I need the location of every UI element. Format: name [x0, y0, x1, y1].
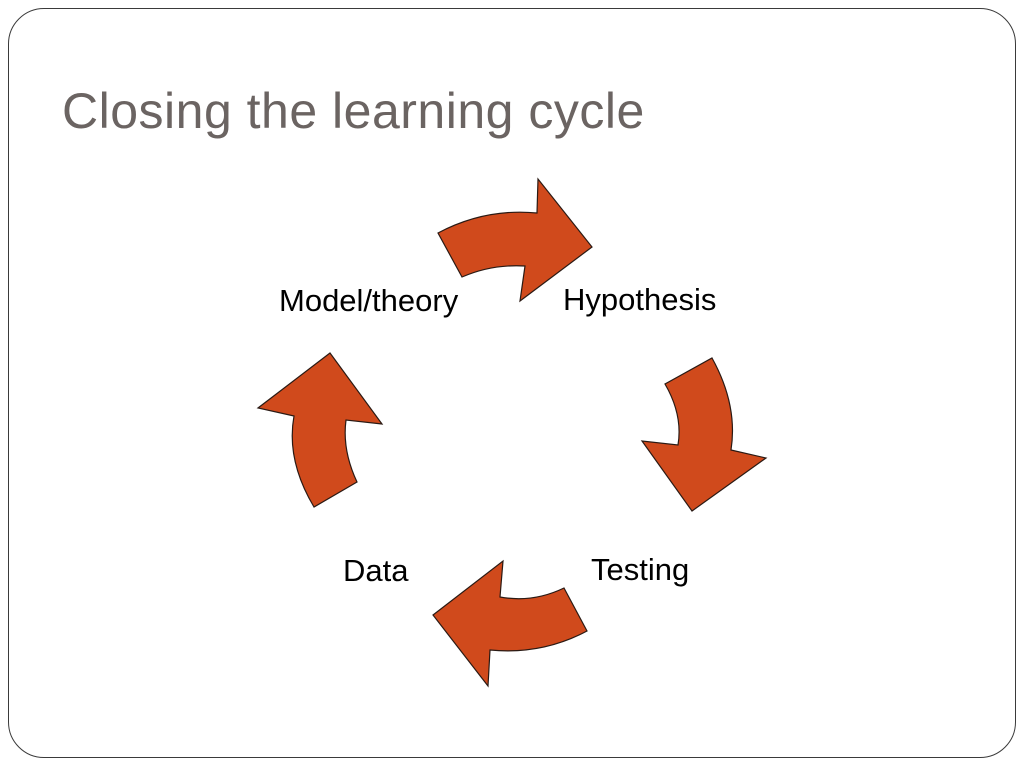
node-data: Data [343, 553, 409, 588]
arrow-testing-to-data [432, 559, 588, 688]
node-testing: Testing [591, 552, 690, 587]
arrow-model-to-hypothesis [437, 177, 593, 303]
arrow-data-to-model [256, 352, 384, 508]
arrow-hypothesis-to-testing [640, 357, 768, 512]
node-hypothesis: Hypothesis [563, 282, 717, 317]
node-model-theory: Model/theory [279, 283, 459, 318]
slide-title: Closing the learning cycle [62, 83, 645, 139]
